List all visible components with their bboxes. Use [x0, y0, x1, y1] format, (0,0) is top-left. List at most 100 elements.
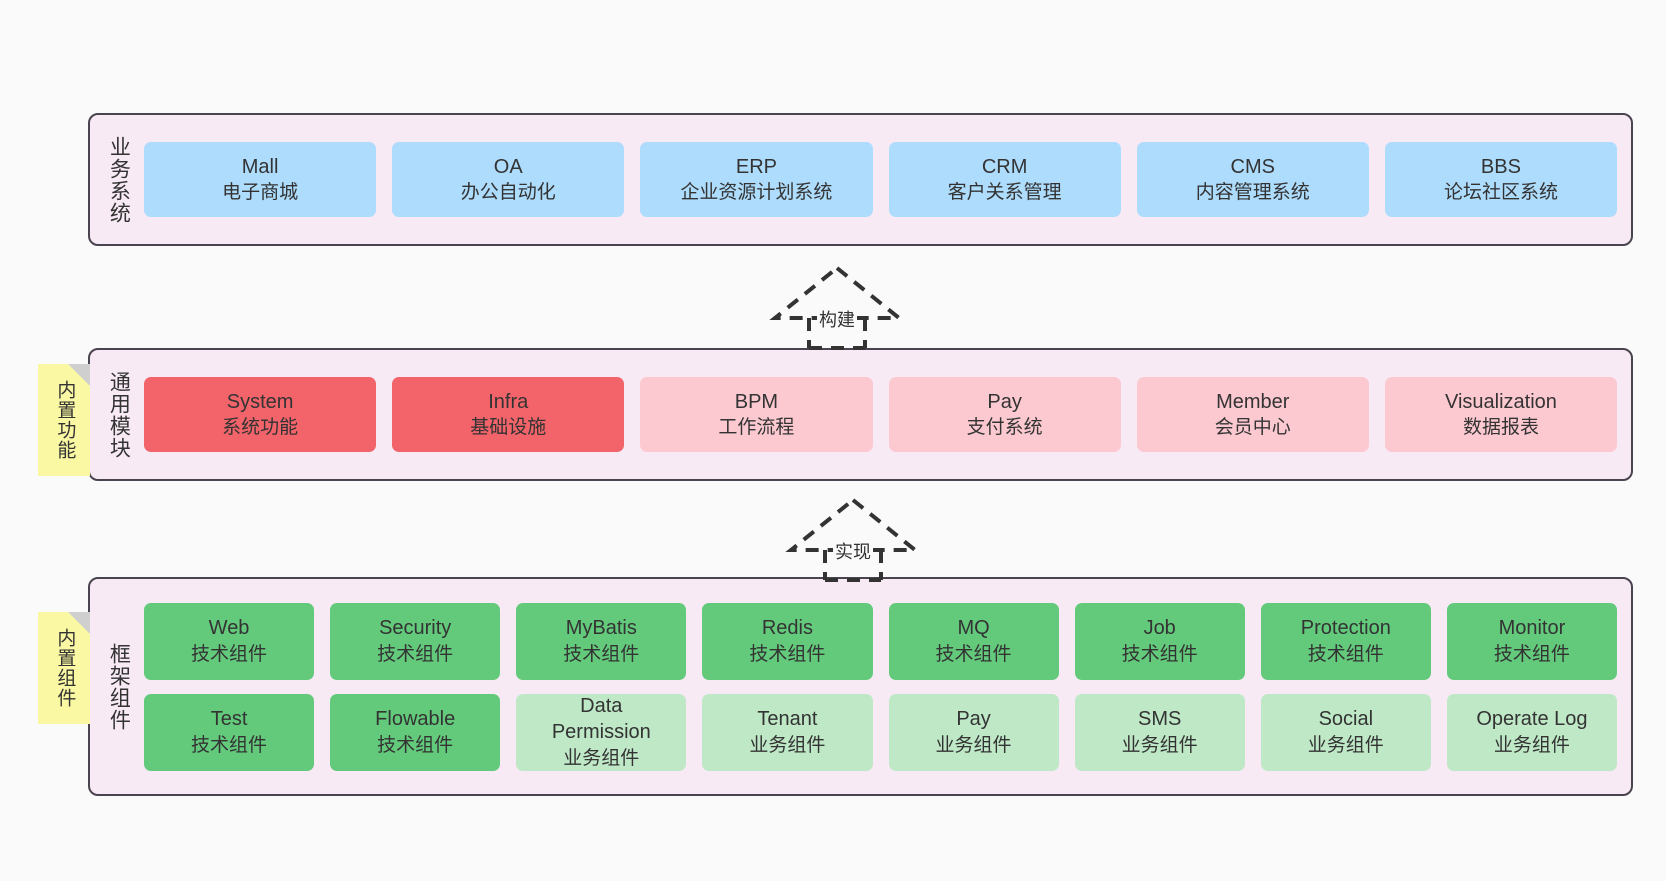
card-web-title: Web	[208, 617, 250, 640]
card-tenant-title: Tenant	[757, 708, 818, 731]
card-sms[interactable]: SMS 业务组件	[1074, 693, 1245, 771]
card-flowable-subtitle: 技术组件	[377, 734, 454, 756]
card-data-permission-subtitle: 业务组件	[563, 747, 640, 769]
sticky-note-builtin-function: 内置功能	[38, 364, 90, 476]
card-cms-subtitle: 内容管理系统	[1195, 182, 1310, 204]
common-module-layer-body: System 系统功能 Infra 基础设施 BPM 工作流程 Pay 支付系统…	[140, 350, 1631, 479]
card-monitor-title: Monitor	[1498, 617, 1566, 640]
card-visualization[interactable]: Visualization 数据报表	[1384, 377, 1618, 452]
card-bpm[interactable]: BPM 工作流程	[640, 377, 873, 452]
card-tenant[interactable]: Tenant 业务组件	[702, 693, 873, 771]
card-infra[interactable]: Infra 基础设施	[392, 377, 625, 452]
card-test-title: Test	[210, 708, 248, 731]
card-job-subtitle: 技术组件	[1121, 643, 1198, 665]
connector-build: 构建	[752, 262, 922, 350]
common-module-layer-label: 通用模块	[107, 370, 131, 459]
card-job[interactable]: Job 技术组件	[1074, 602, 1245, 680]
card-mybatis[interactable]: MyBatis 技术组件	[516, 602, 687, 680]
card-mybatis-subtitle: 技术组件	[563, 643, 640, 665]
connector-implement: 实现	[768, 494, 938, 582]
framework-tech-row: Web 技术组件 Security 技术组件 MyBatis 技术组件 Redi…	[144, 602, 1617, 680]
card-social-title: Social	[1318, 708, 1374, 731]
card-pay-module-subtitle: 支付系统	[966, 417, 1043, 439]
card-crm[interactable]: CRM 客户关系管理	[888, 142, 1121, 217]
common-module-layer: 通用模块 System 系统功能 Infra 基础设施 BPM 工作流程 Pay…	[88, 348, 1633, 481]
card-member-subtitle: 会员中心	[1214, 417, 1291, 439]
card-mq-title: MQ	[957, 617, 990, 640]
card-mq[interactable]: MQ 技术组件	[888, 602, 1059, 680]
card-bpm-title: BPM	[734, 390, 779, 413]
card-monitor[interactable]: Monitor 技术组件	[1446, 602, 1617, 680]
card-bbs[interactable]: BBS 论坛社区系统	[1384, 142, 1618, 217]
card-sms-subtitle: 业务组件	[1121, 734, 1198, 756]
card-crm-subtitle: 客户关系管理	[947, 182, 1062, 204]
card-operate-log-subtitle: 业务组件	[1493, 734, 1570, 756]
card-monitor-subtitle: 技术组件	[1493, 643, 1570, 665]
common-module-row: System 系统功能 Infra 基础设施 BPM 工作流程 Pay 支付系统…	[144, 377, 1618, 452]
business-system-layer: 业务系统 Mall 电子商城 OA 办公自动化 ERP 企业资源计划系统 CRM…	[88, 113, 1633, 246]
card-pay-component[interactable]: Pay 业务组件	[888, 693, 1059, 771]
card-job-title: Job	[1143, 617, 1176, 640]
business-system-layer-label: 业务系统	[107, 135, 131, 224]
framework-component-layer-body: Web 技术组件 Security 技术组件 MyBatis 技术组件 Redi…	[140, 579, 1631, 794]
card-tenant-subtitle: 业务组件	[749, 734, 826, 756]
card-web[interactable]: Web 技术组件	[144, 602, 315, 680]
card-protection-subtitle: 技术组件	[1307, 643, 1384, 665]
card-test[interactable]: Test 技术组件	[144, 693, 315, 771]
card-cms[interactable]: CMS 内容管理系统	[1136, 142, 1369, 217]
card-cms-title: CMS	[1230, 155, 1275, 178]
card-protection-title: Protection	[1300, 617, 1391, 640]
card-erp[interactable]: ERP 企业资源计划系统	[640, 142, 873, 217]
card-system[interactable]: System 系统功能	[144, 377, 377, 452]
card-redis-subtitle: 技术组件	[749, 643, 826, 665]
card-infra-subtitle: 基础设施	[470, 417, 547, 439]
framework-business-row: Test 技术组件 Flowable 技术组件 Data Permission …	[144, 693, 1617, 771]
business-system-row: Mall 电子商城 OA 办公自动化 ERP 企业资源计划系统 CRM 客户关系…	[144, 142, 1618, 217]
card-security-subtitle: 技术组件	[377, 643, 454, 665]
card-mall-title: Mall	[241, 155, 279, 178]
card-member[interactable]: Member 会员中心	[1136, 377, 1369, 452]
card-operate-log[interactable]: Operate Log 业务组件	[1446, 693, 1617, 771]
card-oa-subtitle: 办公自动化	[460, 182, 556, 204]
card-data-permission[interactable]: Data Permission 业务组件	[516, 693, 687, 771]
sticky-note-builtin-component-text: 内置组件	[54, 628, 76, 708]
card-flowable-title: Flowable	[375, 708, 456, 731]
card-social[interactable]: Social 业务组件	[1260, 693, 1431, 771]
card-crm-title: CRM	[981, 155, 1028, 178]
card-redis-title: Redis	[761, 617, 813, 640]
card-mall-subtitle: 电子商城	[222, 182, 299, 204]
card-social-subtitle: 业务组件	[1307, 734, 1384, 756]
card-mall[interactable]: Mall 电子商城	[144, 142, 377, 217]
card-oa-title: OA	[493, 155, 523, 178]
card-system-title: System	[226, 390, 294, 413]
card-mybatis-title: MyBatis	[565, 617, 637, 640]
sticky-note-builtin-component: 内置组件	[38, 612, 90, 724]
card-bbs-subtitle: 论坛社区系统	[1443, 182, 1558, 204]
card-erp-title: ERP	[735, 155, 777, 178]
card-protection[interactable]: Protection 技术组件	[1260, 602, 1431, 680]
card-system-subtitle: 系统功能	[222, 417, 299, 439]
connector-build-label: 构建	[817, 306, 857, 332]
card-operate-log-title: Operate Log	[1476, 708, 1588, 731]
card-infra-title: Infra	[488, 390, 529, 413]
card-visualization-title: Visualization	[1444, 390, 1557, 413]
card-data-permission-title: Data Permission	[551, 695, 651, 744]
framework-component-layer-label: 框架组件	[107, 642, 131, 731]
card-security[interactable]: Security 技术组件	[330, 602, 501, 680]
business-system-layer-body: Mall 电子商城 OA 办公自动化 ERP 企业资源计划系统 CRM 客户关系…	[140, 115, 1631, 244]
card-test-subtitle: 技术组件	[191, 734, 268, 756]
card-redis[interactable]: Redis 技术组件	[702, 602, 873, 680]
card-mq-subtitle: 技术组件	[935, 643, 1012, 665]
card-bpm-subtitle: 工作流程	[718, 417, 795, 439]
card-pay-component-title: Pay	[956, 708, 991, 731]
card-flowable[interactable]: Flowable 技术组件	[330, 693, 501, 771]
card-pay-module-title: Pay	[987, 390, 1022, 413]
framework-component-layer: 框架组件 Web 技术组件 Security 技术组件 MyBatis 技术组件…	[88, 577, 1633, 796]
card-oa[interactable]: OA 办公自动化	[392, 142, 625, 217]
card-security-title: Security	[379, 617, 452, 640]
card-pay-module[interactable]: Pay 支付系统	[888, 377, 1121, 452]
card-erp-subtitle: 企业资源计划系统	[680, 182, 833, 204]
card-member-title: Member	[1216, 390, 1290, 413]
card-visualization-subtitle: 数据报表	[1462, 417, 1539, 439]
connector-implement-label: 实现	[833, 538, 873, 564]
